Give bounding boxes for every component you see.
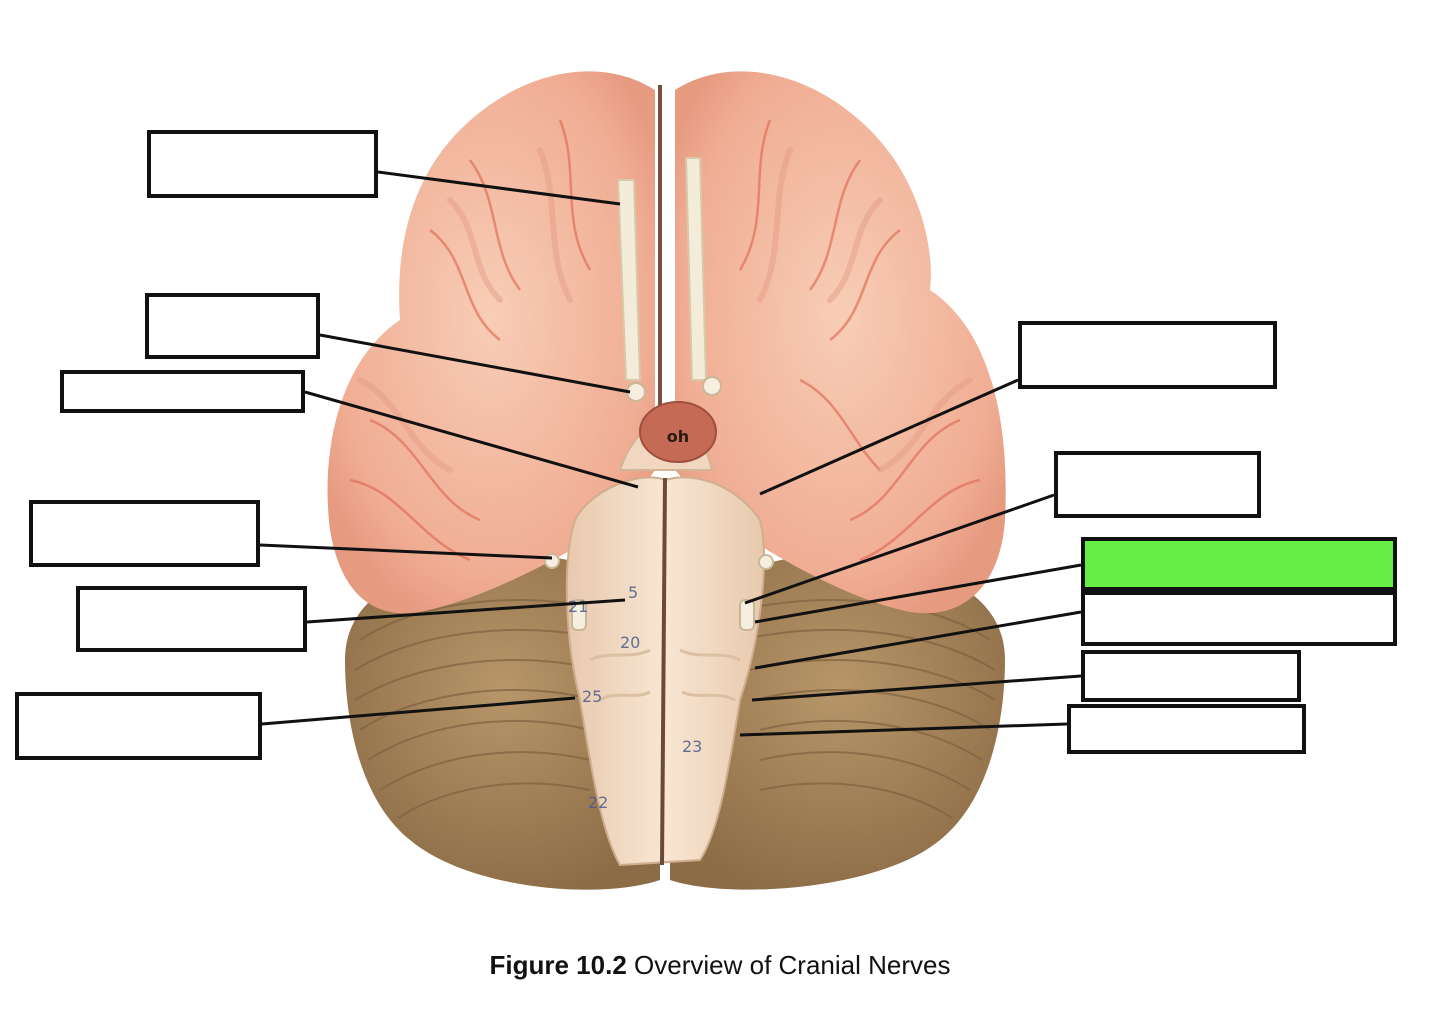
marking-20: 20 [620, 633, 640, 652]
marking-5: 5 [628, 583, 638, 602]
figure-number: Figure 10.2 [489, 950, 627, 980]
label-box-left-1[interactable] [147, 130, 378, 198]
label-box-right-3-highlighted[interactable] [1081, 537, 1397, 591]
brain-model: oh 5 21 20 25 23 22 [327, 71, 1006, 890]
label-box-right-6[interactable] [1067, 704, 1306, 754]
label-box-right-5[interactable] [1081, 650, 1301, 702]
marking-21: 21 [568, 597, 588, 616]
marking-22: 22 [588, 793, 608, 812]
figure-caption: Figure 10.2 Overview of Cranial Nerves [0, 950, 1440, 981]
pituitary-tag: oh [667, 427, 689, 446]
cranial-nerve-stubs [544, 553, 774, 631]
marking-25: 25 [582, 687, 602, 706]
brainstem [565, 476, 765, 867]
label-box-left-3[interactable] [60, 370, 305, 413]
label-box-left-4[interactable] [29, 500, 260, 567]
label-box-left-6[interactable] [15, 692, 262, 760]
leader-lines [259, 170, 1082, 737]
label-box-right-1[interactable] [1018, 321, 1277, 389]
figure-title: Overview of Cranial Nerves [634, 950, 951, 980]
cerebrum [327, 71, 1006, 614]
label-box-right-4[interactable] [1081, 591, 1397, 646]
pituitary: oh [618, 401, 717, 471]
olfactory-tracts [616, 157, 722, 402]
marking-23: 23 [682, 737, 702, 756]
label-box-right-2[interactable] [1054, 451, 1261, 518]
label-box-left-5[interactable] [76, 586, 307, 652]
label-box-left-2[interactable] [145, 293, 320, 359]
